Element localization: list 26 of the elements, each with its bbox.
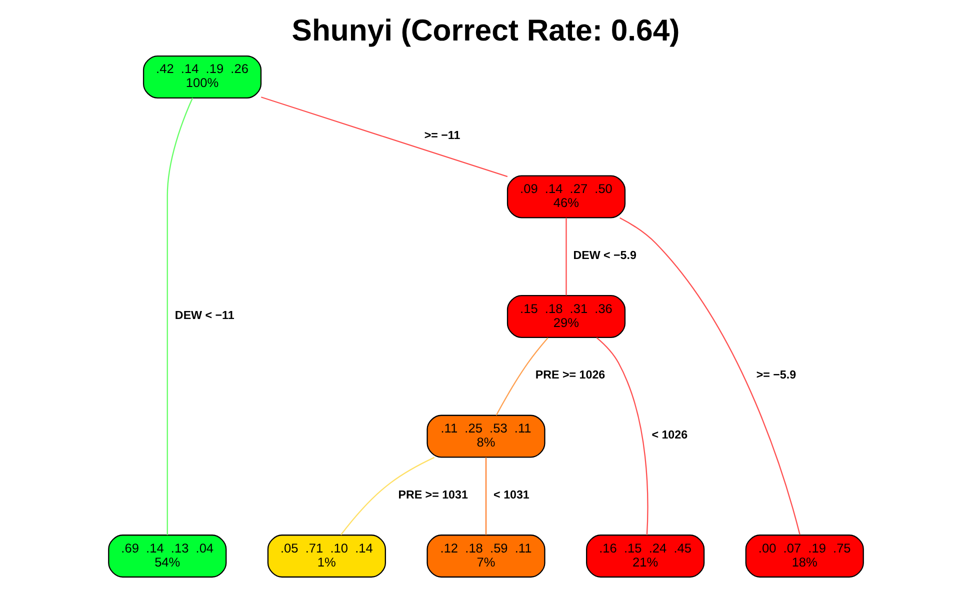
edge-label: >= −11 <box>424 129 460 142</box>
edge-label: PRE >= 1026 <box>535 368 606 382</box>
diagram-title: Shunyi (Correct Rate: 0.64) <box>292 14 680 48</box>
edge-label: DEW < −11 <box>174 308 234 322</box>
node-box: .05 .71 .10 .14 1% <box>267 534 386 578</box>
edge-label: PRE >= 1031 <box>398 488 468 502</box>
edge-label: < 1026 <box>652 428 688 442</box>
node-box: .12 .18 .59 .11 7% <box>426 534 546 578</box>
connector <box>496 337 548 416</box>
edge-label: DEW < −5.9 <box>573 248 636 262</box>
edge-label: < 1031 <box>494 488 530 502</box>
connector <box>485 457 487 535</box>
connector <box>166 98 194 535</box>
node-box: .69 .14 .13 .04 54% <box>108 534 227 578</box>
node-box: .15 .18 .31 .36 29% <box>506 295 626 338</box>
connector <box>340 456 435 536</box>
node-box: .11 .25 .53 .11 8% <box>426 414 546 458</box>
node-box: .16 .15 .24 .45 21% <box>586 534 705 578</box>
node-box: .09 .14 .27 .50 46% <box>506 175 626 218</box>
edge-label: >= −5.9 <box>756 368 796 382</box>
node-box: .00 .07 .19 .75 18% <box>745 534 864 578</box>
node-box: .42 .14 .19 .26 100% <box>142 55 262 98</box>
connector <box>596 337 648 536</box>
connector <box>620 217 800 535</box>
connector <box>566 218 567 296</box>
connector <box>260 96 508 178</box>
